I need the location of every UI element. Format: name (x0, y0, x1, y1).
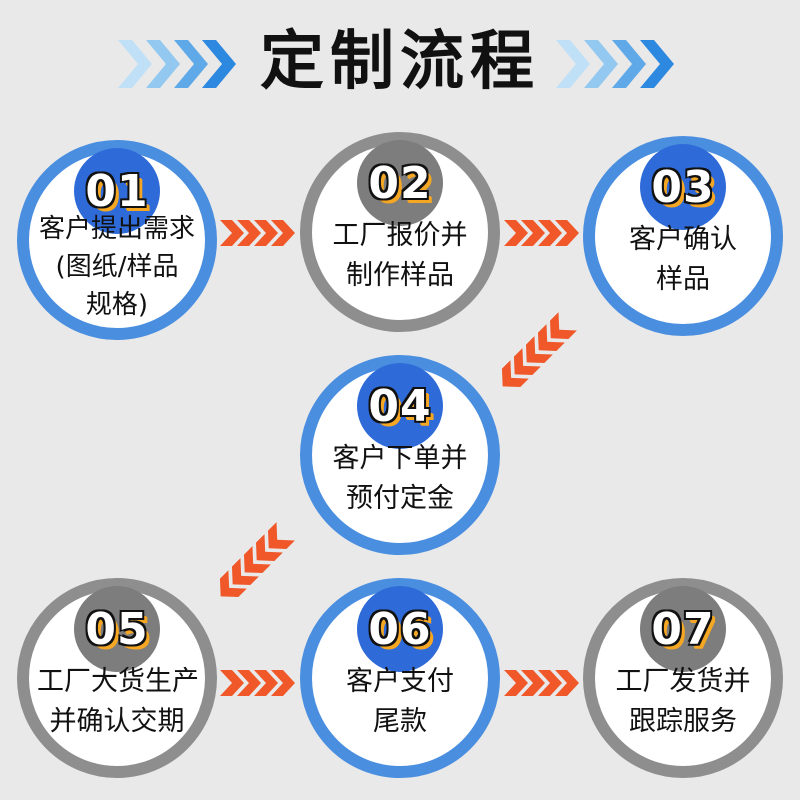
step-number-badge: 04 (357, 363, 443, 449)
step-number-badge: 06 (357, 586, 443, 672)
step-label: 客户支付 尾款 (346, 666, 454, 737)
arrow-03-04-icon (501, 312, 577, 388)
arrow-04-05-icon (219, 522, 295, 598)
step-number-badge: 07 (640, 586, 726, 672)
step-label: 工厂大货生产 并确认交期 (37, 666, 199, 737)
step-label: 工厂发货并 跟踪服务 (615, 666, 751, 737)
step-label: 客户提出需求 (图纸/样品 规格) (38, 214, 195, 320)
arrow-02-03-icon (504, 220, 579, 246)
step-07: 07 工厂发货并 跟踪服务 (583, 578, 783, 778)
step-label: 工厂报价并 制作样品 (332, 220, 468, 291)
step-label: 客户下单并 预付定金 (332, 443, 468, 514)
arrow-05-06-icon (220, 670, 295, 696)
step-number-badge: 02 (357, 140, 443, 226)
title-chevrons-left-icon (118, 40, 236, 88)
step-01: 01 客户提出需求 (图纸/样品 规格) (17, 140, 217, 340)
arrow-06-07-icon (504, 670, 579, 696)
step-03: 03 客户确认 样品 (583, 136, 783, 336)
title-chevrons-right-icon (556, 40, 674, 88)
step-number-badge: 03 (640, 144, 726, 230)
step-number-badge: 05 (74, 586, 160, 672)
step-06: 06 客户支付 尾款 (300, 578, 500, 778)
page-title: 定制流程 (260, 25, 540, 99)
step-number-badge: 01 (74, 148, 160, 234)
step-label: 客户确认 样品 (629, 224, 737, 295)
arrow-01-02-icon (220, 220, 295, 246)
